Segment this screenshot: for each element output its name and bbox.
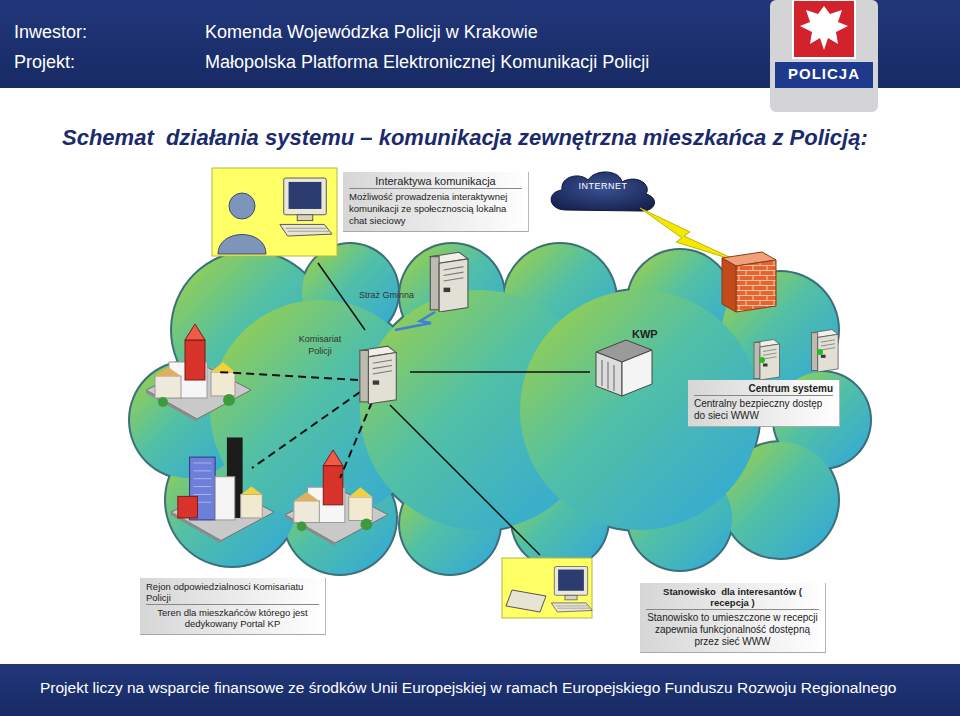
firewall-icon — [722, 252, 776, 312]
city-icon — [171, 437, 274, 543]
text-panel: Interaktywa komunikacjaMożliwość prowadz… — [343, 172, 529, 232]
network-link — [318, 263, 365, 330]
status-led — [817, 349, 823, 355]
reception-workstation — [502, 558, 592, 618]
town-icon — [285, 450, 388, 546]
server-icon — [811, 330, 838, 372]
chat-station: Interaktywa komunikacjaMożliwość prowadz… — [210, 165, 530, 263]
footer-note: Projekt liczy na wsparcie finansowe ze ś… — [40, 679, 896, 697]
server-icon — [430, 252, 468, 312]
header-label: Projekt: — [14, 52, 75, 73]
node-heading: Stanowisko dla interesantów ( recepcja ) — [646, 586, 819, 610]
municipal-guard: Straż Gminna — [355, 248, 475, 312]
text-panel: Stanowisko dla interesantów ( recepcja )… — [640, 583, 826, 653]
district-links — [218, 372, 372, 478]
police-station: Komisariat Policji — [290, 330, 410, 405]
node-heading: Rejon odpowiedzialnosci Komisariatu Poli… — [146, 581, 319, 605]
internet-cloud-shape — [551, 172, 654, 211]
header-bar — [0, 0, 960, 88]
node-body: Teren dla mieszkańców którego jest dedyk… — [146, 607, 319, 630]
user-workstation — [212, 168, 337, 256]
internet-cloud: INTERNET — [548, 172, 658, 214]
node-heading: KWP — [632, 328, 658, 340]
node-heading: Straż Gminna — [359, 290, 414, 300]
header-label: Inwestor: — [14, 22, 87, 43]
system-centre: Centrum systemuCentralny bezpieczny dost… — [688, 380, 840, 427]
status-led — [759, 357, 765, 363]
wireless-bolt — [640, 208, 740, 262]
server-icon — [754, 340, 780, 381]
hq-node: KWP — [590, 325, 665, 400]
header-value: Małopolska Platforma Elektronicznej Komu… — [205, 52, 649, 73]
logo-text: POLICJA — [775, 65, 873, 82]
network-link — [410, 371, 590, 373]
node-heading: Centrum systemu — [694, 383, 833, 396]
server-icon — [360, 346, 396, 404]
police-logo — [770, 0, 878, 112]
node-heading: Komisariat Policji — [290, 334, 350, 357]
node-body: Centralny bezpieczny dostęp do sieci WWW — [694, 398, 833, 422]
diagram-title: Schemat działania systemu – komunikacja … — [62, 124, 895, 152]
footer-bar — [0, 664, 960, 716]
network-cloud — [128, 242, 872, 576]
node-heading: Interaktywa komunikacja — [349, 175, 522, 189]
node-body: Stanowisko to umieszczone w recepcji zap… — [646, 612, 819, 648]
wireless-link — [395, 312, 435, 330]
header-value: Komenda Wojewódzka Policji w Krakowie — [205, 22, 538, 43]
reception-station: Stanowisko dla interesantów ( recepcja )… — [500, 555, 830, 655]
node-heading: INTERNET — [548, 172, 658, 191]
node-body: Możliwość prowadzenia interaktywnej komu… — [349, 191, 522, 227]
district-panel: Rejon odpowiedzialnosci Komisariatu Poli… — [140, 578, 326, 635]
network-link — [390, 405, 540, 555]
hq-building — [596, 340, 652, 396]
